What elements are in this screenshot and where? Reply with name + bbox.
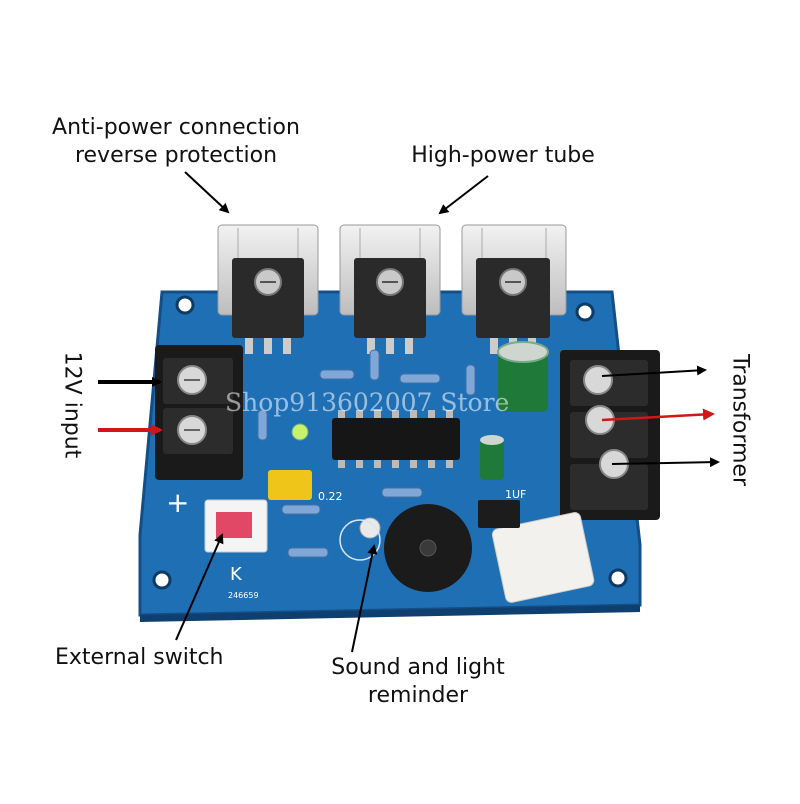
anti-power-arrow xyxy=(184,171,230,214)
electrolytic-capacitor-small xyxy=(480,435,504,480)
transformer-arrow-mid xyxy=(601,408,715,422)
mosfet-left xyxy=(217,224,319,354)
white-component xyxy=(478,500,595,603)
anti-power-label-line2: reverse protection xyxy=(74,143,278,168)
transformer-label: Transformer xyxy=(727,353,753,487)
plus-marking: + xyxy=(166,486,189,519)
transformer-terminal-block xyxy=(560,350,660,520)
resistors xyxy=(257,349,476,558)
mosfet-center xyxy=(339,224,441,354)
store-watermark: Shop913602007 Store xyxy=(225,388,510,417)
ic-chip xyxy=(332,410,460,468)
transformer-arrow-bottom xyxy=(611,457,720,468)
transformer-arrow-top xyxy=(601,365,707,377)
led xyxy=(339,517,381,561)
switch-k-marking: K xyxy=(230,564,243,585)
reminder-label-line1: Sound and light xyxy=(331,655,505,680)
cap-1uf-marking: 1UF xyxy=(505,488,526,501)
mounting-hole xyxy=(175,295,195,315)
film-capacitor xyxy=(268,470,312,500)
indicator-led xyxy=(291,423,309,441)
input-12v-label: 12V input xyxy=(59,351,85,459)
anti-power-label-line1: Anti-power connection xyxy=(52,115,300,140)
external-switch-arrow xyxy=(175,533,224,641)
mounting-hole xyxy=(152,570,172,590)
input-terminal-block xyxy=(155,345,243,480)
reminder-arrow xyxy=(351,544,378,653)
reminder-label-line2: reminder xyxy=(367,683,469,708)
electrolytic-capacitor-large xyxy=(497,341,549,412)
anti-power-label: Anti-power connection reverse protection xyxy=(40,114,312,170)
buzzer xyxy=(384,504,472,592)
mounting-hole xyxy=(575,302,595,322)
sound-light-reminder-label: Sound and light reminder xyxy=(320,654,516,710)
board-code: 246659 xyxy=(228,591,259,600)
high-power-tube-label: High-power tube xyxy=(411,143,595,168)
high-power-arrow xyxy=(438,175,489,215)
mounting-hole xyxy=(608,568,628,588)
cap-marking: 0.22 xyxy=(318,490,343,503)
external-switch-label: External switch xyxy=(55,645,224,670)
pcb-edge xyxy=(140,605,640,622)
switch-connector xyxy=(204,499,268,553)
